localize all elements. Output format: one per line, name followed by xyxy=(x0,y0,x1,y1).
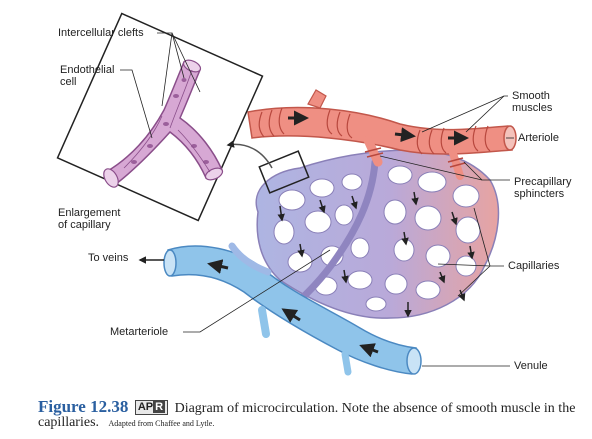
label-smooth-muscles: Smooth muscles xyxy=(512,90,553,114)
arteriole-vessel xyxy=(247,89,517,180)
label-venule: Venule xyxy=(514,360,548,372)
label-endothelial-cell: Endothelial cell xyxy=(60,64,115,88)
precapillary-sphincters-marks xyxy=(364,147,466,168)
label-to-veins: To veins xyxy=(88,252,129,264)
label-capillaries: Capillaries xyxy=(508,260,560,272)
capillary-mesh-holes xyxy=(273,165,481,312)
endothelial-cell-nuclei xyxy=(131,78,209,164)
capillary-sample-box xyxy=(258,150,310,194)
label-arteriole: Arteriole xyxy=(518,132,559,144)
capillary-network xyxy=(255,149,500,319)
intercellular-cleft-lines xyxy=(123,69,211,173)
apr-badge-right: R xyxy=(153,401,166,413)
smooth-muscle-bands xyxy=(258,107,491,155)
enlargement-pointer-arrow xyxy=(226,140,273,169)
figure-number: Figure 12.38 xyxy=(38,397,129,416)
label-precapillary-sphincters: Precapillary sphincters xyxy=(514,176,572,200)
label-enlargement-of-capillary: Enlargement of capillary xyxy=(58,207,121,231)
capillary-flow-arrows xyxy=(277,191,475,318)
apr-badge-left: AP xyxy=(137,401,154,413)
flow-arrows xyxy=(207,110,469,358)
capillary-enlargement-inset xyxy=(56,12,264,222)
caption-text: Diagram of microcirculation. Note the ab… xyxy=(38,401,576,430)
leader-lines xyxy=(120,32,514,367)
label-metarteriole: Metarteriole xyxy=(110,326,169,338)
caption-credit: Adapted from Chaffee and Lytle. xyxy=(108,419,215,428)
label-intercellular-clefts: Intercellular clefts xyxy=(58,27,144,39)
